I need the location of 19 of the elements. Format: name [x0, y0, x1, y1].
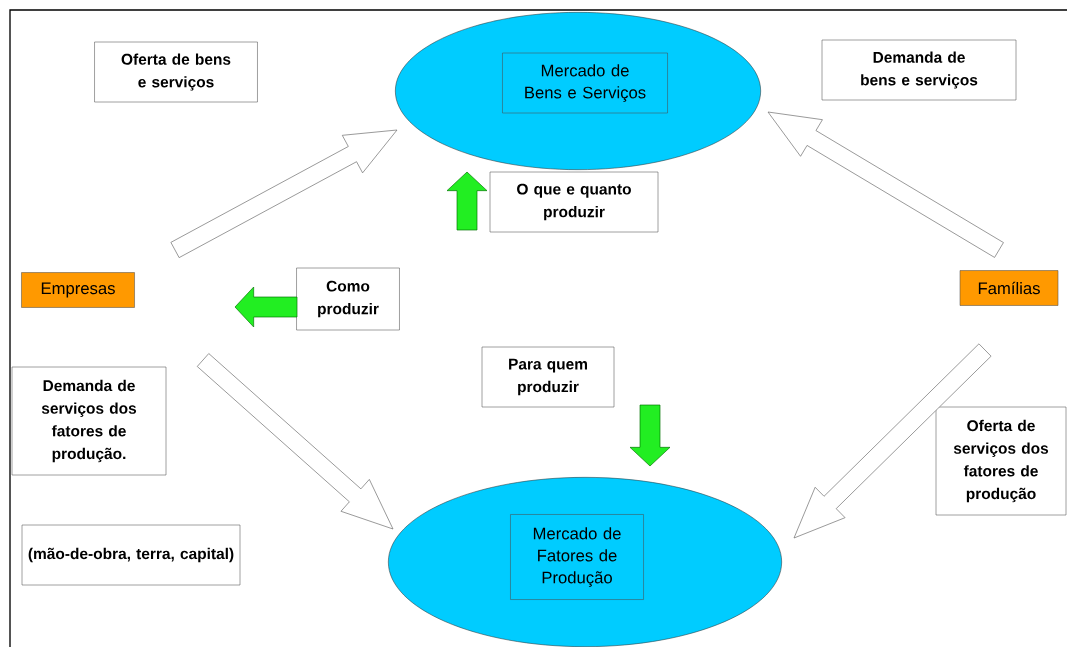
- label-box: Mercado de Fatores de Produção: [510, 514, 644, 600]
- text-box: Oferta de serviços dos fatores de produção: [935, 406, 1067, 516]
- block-arrow: [629, 404, 671, 467]
- block-arrow: [446, 171, 488, 231]
- label-box: Famílias: [959, 270, 1059, 306]
- text-box: O que e quanto produzir: [489, 171, 659, 233]
- block-arrow: [196, 353, 394, 530]
- text-box: Como produzir: [296, 267, 400, 331]
- block-arrow: [793, 343, 992, 539]
- block-arrow: [170, 129, 398, 258]
- text-box: Demanda de serviços dos fatores de produção.: [11, 366, 167, 476]
- block-arrow: [234, 286, 298, 328]
- text-box: Para quem produzir: [481, 346, 615, 408]
- text-box: Demanda de bens e serviços: [821, 39, 1017, 101]
- label-box: Empresas: [21, 272, 135, 308]
- text-box: Oferta de bens e serviços: [94, 41, 258, 103]
- text-box: (mão-de-obra, terra, capital): [21, 524, 241, 586]
- label-box: Mercado de Bens e Serviços: [502, 52, 668, 114]
- block-arrow: [767, 111, 1004, 258]
